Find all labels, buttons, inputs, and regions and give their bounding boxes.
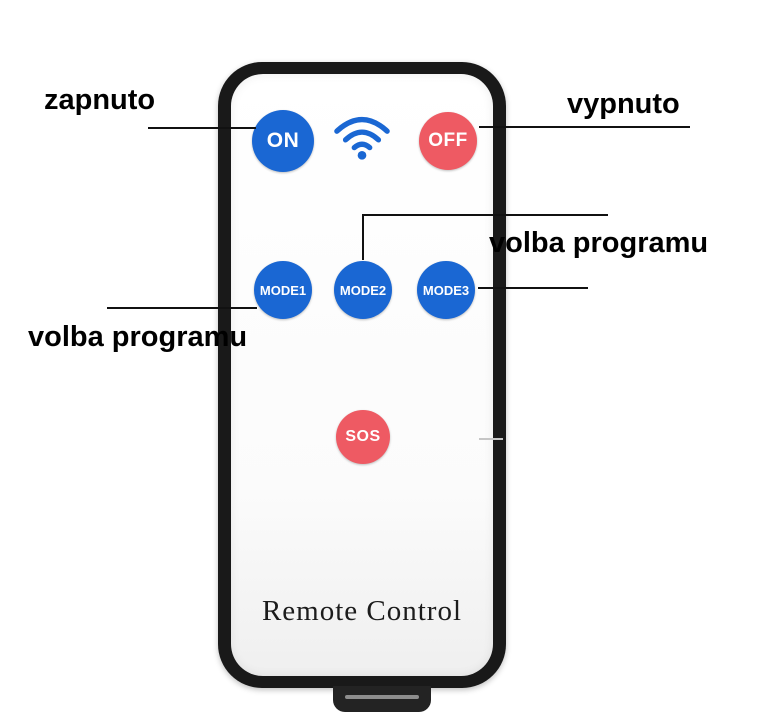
- wifi-signal-icon: [333, 110, 391, 162]
- annotation-zapnuto: zapnuto: [44, 84, 156, 116]
- tab-stripe: [345, 695, 419, 699]
- pointer-line-volba-right-horizontal: [362, 214, 608, 216]
- remote-body: [231, 74, 493, 676]
- mode1-button[interactable]: MODE1: [254, 261, 312, 319]
- mode2-button[interactable]: MODE2: [334, 261, 392, 319]
- pointer-line-volba-left-to-mode1: [107, 307, 257, 309]
- pointer-line-zapnuto-to-on: [148, 127, 256, 129]
- off-button[interactable]: OFF: [419, 112, 477, 170]
- annotation-volba-programu-left: volba programu: [28, 321, 248, 353]
- brand-label: Remote Control: [261, 595, 463, 627]
- on-button[interactable]: ON: [252, 110, 314, 172]
- pointer-line-vypnuto-to-off: [479, 126, 690, 128]
- remote-bottom-tab: [333, 686, 431, 712]
- pointer-line-sos: [479, 438, 503, 440]
- sos-button[interactable]: SOS: [336, 410, 390, 464]
- annotation-volba-programu-right: volba programu: [489, 227, 709, 259]
- pointer-line-volba-right-to-mode2: [362, 214, 364, 260]
- mode3-button[interactable]: MODE3: [417, 261, 475, 319]
- annotation-vypnuto: vypnuto: [567, 88, 680, 120]
- pointer-line-mode3: [478, 287, 588, 289]
